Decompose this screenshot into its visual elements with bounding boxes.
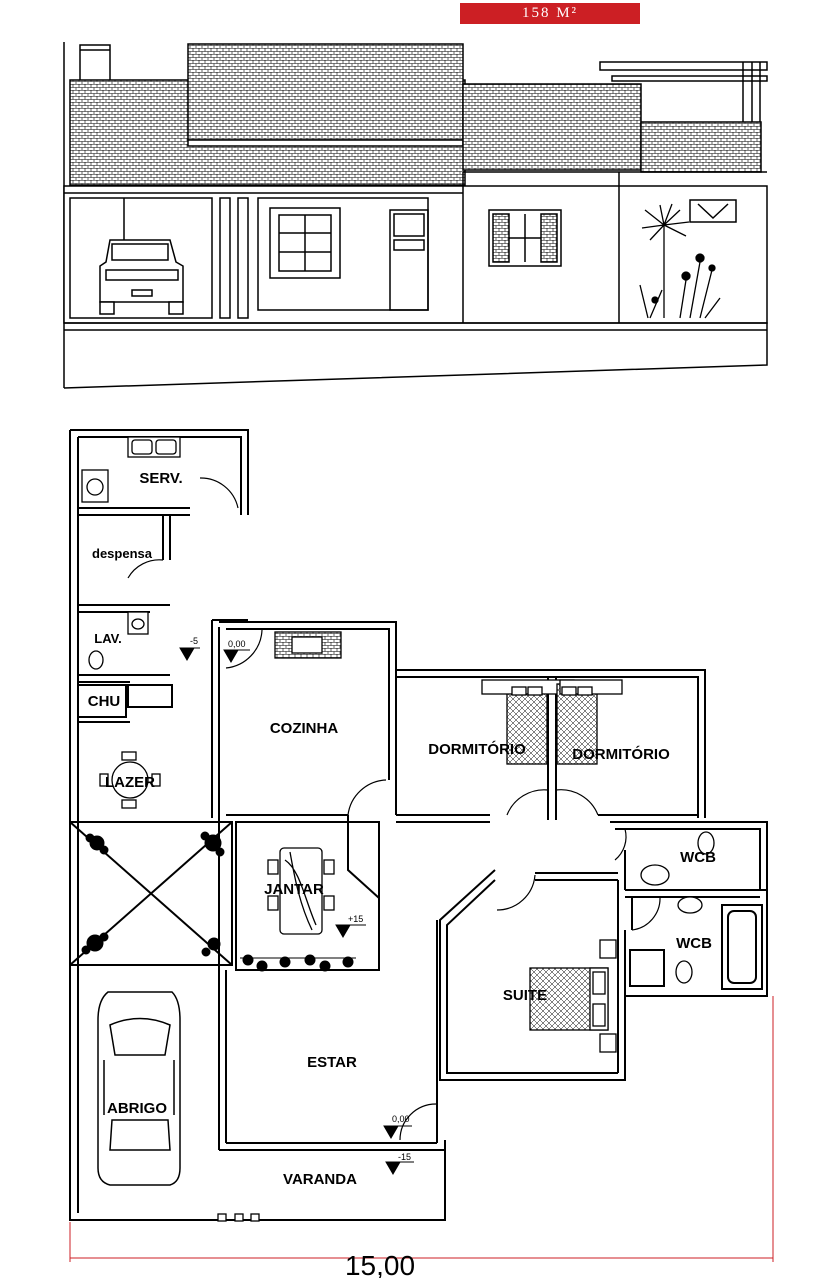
room-label-abrigo: ABRIGO bbox=[107, 1100, 167, 1117]
dining-table-icon bbox=[267, 847, 335, 935]
room-label-jantar: JANTAR bbox=[264, 881, 324, 898]
area-badge: 158 M² bbox=[460, 3, 640, 24]
roof-right bbox=[462, 83, 642, 171]
room-label-serv: SERV. bbox=[139, 470, 182, 487]
room-label-wcb-1: WCB bbox=[680, 849, 716, 866]
floor-plan bbox=[69, 429, 768, 1221]
level-lav: -5 bbox=[190, 636, 198, 646]
palm-tree-icon bbox=[639, 203, 721, 319]
room-label-lav: LAV. bbox=[94, 631, 121, 646]
room-label-chu: CHU bbox=[88, 693, 121, 710]
beds bbox=[481, 679, 623, 1053]
room-label-dormitorio-1: DORMITÓRIO bbox=[428, 740, 526, 758]
room-label-suite: SUITE bbox=[503, 987, 547, 1004]
room-label-estar: ESTAR bbox=[307, 1054, 357, 1071]
fixtures bbox=[81, 436, 715, 984]
door-swings bbox=[127, 477, 661, 1141]
room-label-lazer: LAZER bbox=[105, 774, 155, 791]
level-markers bbox=[179, 647, 414, 1175]
level-jantar: +15 bbox=[348, 914, 363, 924]
bed-icon bbox=[556, 683, 598, 765]
bed-icon bbox=[506, 683, 548, 765]
room-label-wcb-2: WCB bbox=[676, 935, 712, 952]
level-estar: 0,00 bbox=[392, 1114, 410, 1124]
facade-elevation bbox=[63, 42, 768, 389]
dimension-label: 15,00 bbox=[345, 1250, 415, 1278]
room-label-despensa: despensa bbox=[92, 546, 153, 561]
room-label-varanda: VARANDA bbox=[283, 1171, 357, 1188]
roof-center bbox=[187, 43, 464, 141]
car-front-icon bbox=[99, 239, 184, 315]
varanda-columns bbox=[217, 1213, 260, 1222]
room-label-dormitorio-2: DORMITÓRIO bbox=[572, 745, 670, 763]
level-cozinha: 0,00 bbox=[228, 639, 246, 649]
room-label-cozinha: COZINHA bbox=[270, 720, 338, 737]
dimension-line bbox=[69, 996, 774, 1262]
lazer-table-icon bbox=[99, 751, 161, 809]
level-varanda: -15 bbox=[398, 1152, 411, 1162]
toilet-icon bbox=[88, 650, 104, 670]
plants bbox=[81, 831, 356, 972]
car-top-icon bbox=[97, 991, 181, 1186]
